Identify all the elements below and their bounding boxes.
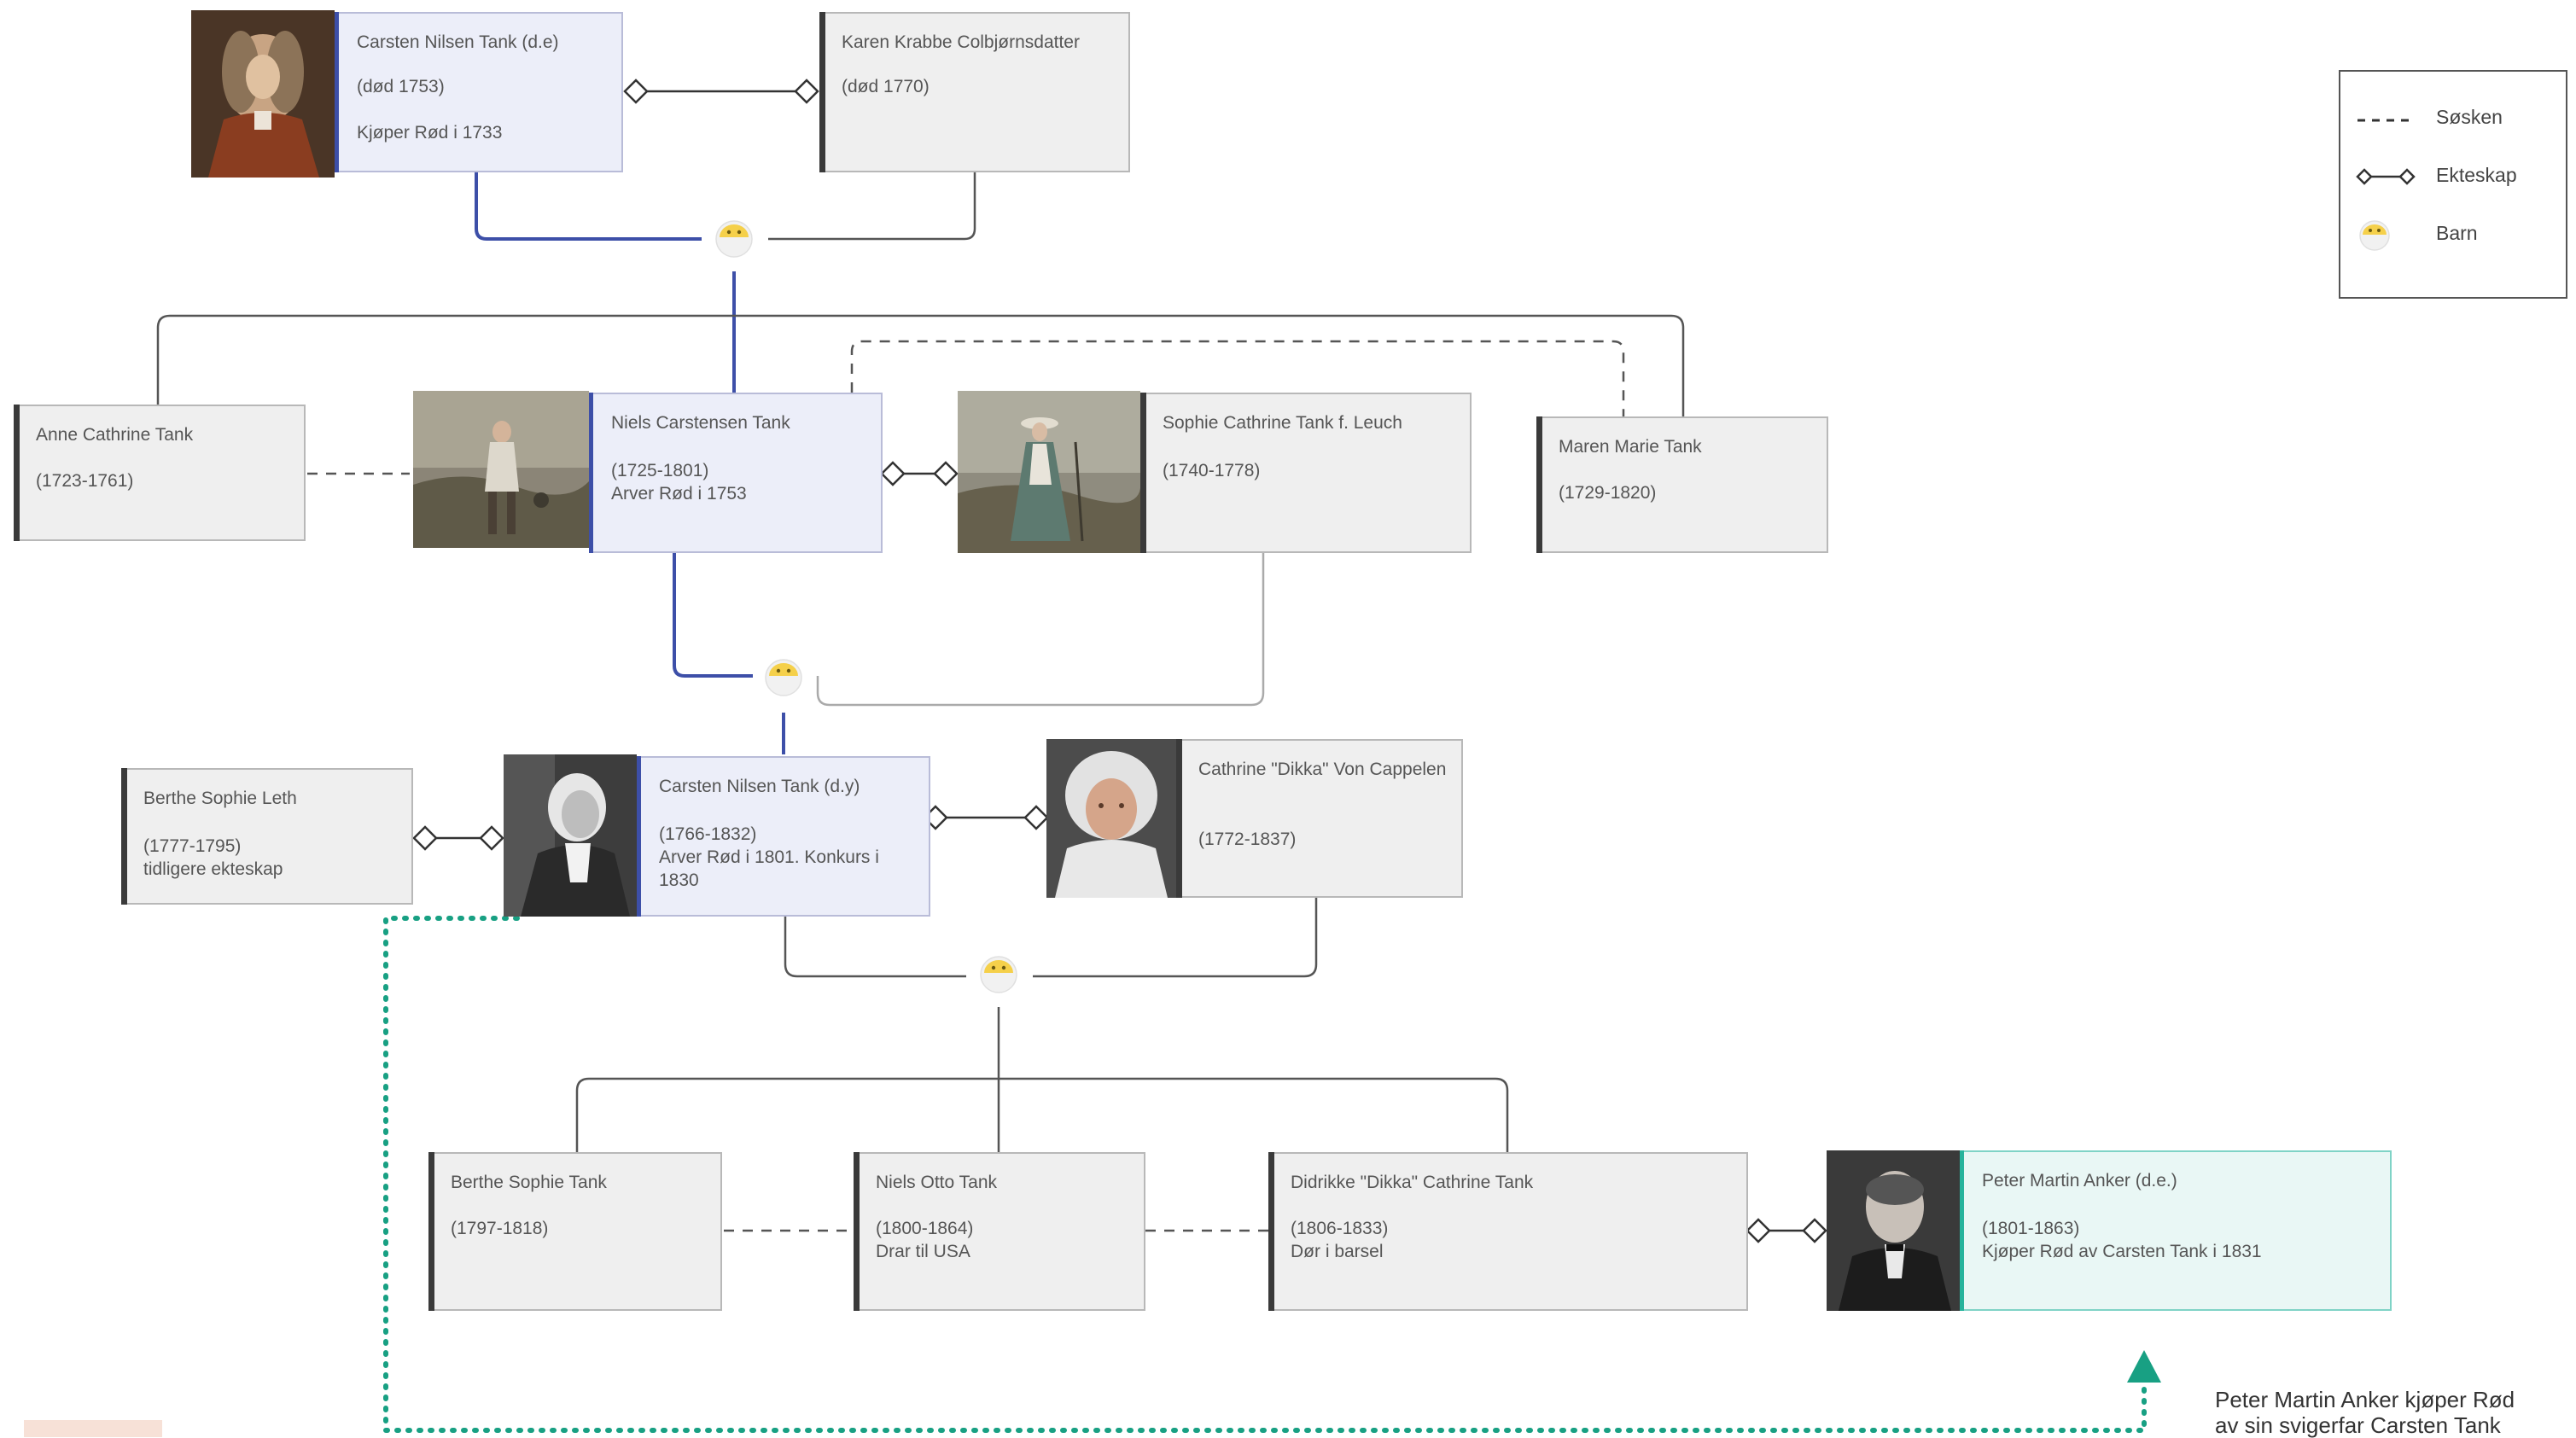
person-name: Berthe Sophie Tank: [451, 1173, 607, 1192]
portrait-niels: [413, 391, 589, 548]
legend-sibling-label: Søsken: [2436, 106, 2503, 128]
card-accent-bar: [1536, 416, 1542, 553]
person-card-didrikke[interactable]: Didrikke "Dikka" Cathrine Tank (1806-183…: [1268, 1152, 1748, 1311]
card-accent-bar: [589, 393, 593, 553]
child-icon: [2359, 220, 2390, 251]
portrait-peter: [1827, 1150, 1960, 1311]
person-note: Drar til USA: [876, 1242, 970, 1261]
person-lifespan: (1800-1864): [876, 1219, 974, 1238]
person-card-sophie[interactable]: Sophie Cathrine Tank f. Leuch (1740-1778…: [1140, 393, 1472, 553]
purchase-arrow-line: [383, 916, 2147, 1433]
sibling-links-gen2: [307, 340, 1625, 475]
person-card-carsten-de[interactable]: Carsten Nilsen Tank (d.e) (død 1753) Kjø…: [335, 12, 623, 172]
marriage-link-didrikke-peter: [1746, 1218, 1827, 1243]
person-card-berthe-leth[interactable]: Berthe Sophie Leth (1777-1795) tidligere…: [121, 768, 413, 905]
person-name: Carsten Nilsen Tank (d.e): [357, 32, 559, 52]
person-lifespan: (1772-1837): [1198, 830, 1297, 849]
person-lifespan: (1723-1761): [36, 471, 134, 491]
purchase-annotation: Peter Martin Anker kjøper Rød av sin svi…: [2215, 1387, 2573, 1438]
portrait-carsten-de: [191, 10, 335, 178]
marriage-line-icon: [2356, 168, 2416, 185]
card-accent-bar: [1140, 393, 1146, 553]
portrait-carsten-dy: [504, 754, 637, 917]
person-name: Berthe Sophie Leth: [143, 789, 297, 808]
person-note: tidligere ekteskap: [143, 859, 283, 879]
marriage-link-niels-sophie: [880, 461, 959, 486]
person-card-berthe-tank[interactable]: Berthe Sophie Tank (1797-1818): [428, 1152, 722, 1311]
purchase-arrow-head: [2127, 1350, 2161, 1383]
legend-panel: Søsken Ekteskap Barn: [2339, 70, 2567, 299]
person-name: Niels Otto Tank: [876, 1173, 998, 1192]
annotation-line-2: av sin svigerfar Carsten Tank: [2215, 1412, 2501, 1438]
card-accent-bar: [428, 1152, 434, 1311]
sibling-line-icon: [2357, 119, 2414, 122]
card-accent-bar: [121, 768, 127, 905]
person-note: Kjøper Rød i 1733: [357, 123, 503, 143]
person-card-maren[interactable]: Maren Marie Tank (1729-1820): [1536, 416, 1828, 553]
person-note: Dør i barsel: [1291, 1242, 1384, 1261]
card-accent-bar: [854, 1152, 860, 1311]
marriage-link-carsten-cathrine: [923, 805, 1049, 830]
child-icon: [715, 220, 753, 258]
card-accent-bar: [637, 756, 641, 917]
person-lifespan: (død 1753): [357, 77, 445, 96]
card-accent-bar: [1960, 1150, 1964, 1311]
marriage-link-carsten-karen: [623, 79, 819, 104]
legend-marriage-label: Ekteskap: [2436, 164, 2517, 186]
card-accent-bar: [14, 405, 20, 541]
card-accent-bar: [819, 12, 825, 172]
person-note: Arver Rød i 1801. Konkurs i 1830: [659, 847, 879, 890]
annotation-line-1: Peter Martin Anker kjøper Rød: [2215, 1387, 2515, 1412]
card-accent-bar: [1268, 1152, 1274, 1311]
person-note: Kjøper Rød av Carsten Tank i 1831: [1982, 1242, 2262, 1261]
person-name: Cathrine "Dikka" Von Cappelen: [1198, 760, 1447, 779]
person-card-peter[interactable]: Peter Martin Anker (d.e.) (1801-1863) Kj…: [1960, 1150, 2392, 1311]
child-link-gen2: [673, 553, 1265, 754]
person-lifespan: (1806-1833): [1291, 1219, 1389, 1238]
person-lifespan: (1797-1818): [451, 1219, 549, 1238]
person-name: Maren Marie Tank: [1559, 437, 1702, 457]
person-lifespan: (1740-1778): [1163, 461, 1261, 480]
child-icon: [765, 659, 802, 696]
corner-swatch: [24, 1420, 162, 1437]
person-name: Didrikke "Dikka" Cathrine Tank: [1291, 1173, 1534, 1192]
portrait-cathrine: [1046, 739, 1176, 898]
person-lifespan: (død 1770): [842, 77, 930, 96]
person-name: Anne Cathrine Tank: [36, 425, 194, 445]
person-card-carsten-dy[interactable]: Carsten Nilsen Tank (d.y) (1766-1832) Ar…: [637, 756, 930, 917]
person-card-niels-otto[interactable]: Niels Otto Tank (1800-1864) Drar til USA: [854, 1152, 1145, 1311]
child-link-gen1: [156, 171, 1685, 416]
child-link-gen3: [575, 898, 1509, 1152]
person-lifespan: (1801-1863): [1982, 1219, 2080, 1238]
card-accent-bar: [335, 12, 339, 172]
person-lifespan: (1725-1801): [611, 461, 709, 480]
portrait-sophie: [958, 391, 1140, 553]
person-name: Sophie Cathrine Tank f. Leuch: [1163, 413, 1402, 433]
card-accent-bar: [1176, 739, 1182, 898]
person-name: Karen Krabbe Colbjørnsdatter: [842, 32, 1080, 52]
legend-child-label: Barn: [2436, 222, 2478, 244]
person-name: Niels Carstensen Tank: [611, 413, 790, 433]
person-name: Peter Martin Anker (d.e.): [1982, 1171, 2177, 1191]
marriage-link-berthe-carsten: [412, 825, 504, 851]
person-card-niels[interactable]: Niels Carstensen Tank (1725-1801) Arver …: [589, 393, 883, 553]
person-card-cathrine[interactable]: Cathrine "Dikka" Von Cappelen (1772-1837…: [1176, 739, 1463, 898]
person-name: Carsten Nilsen Tank (d.y): [659, 777, 860, 796]
person-card-anne[interactable]: Anne Cathrine Tank (1723-1761): [14, 405, 306, 541]
person-card-karen[interactable]: Karen Krabbe Colbjørnsdatter (død 1770): [819, 12, 1130, 172]
person-lifespan: (1777-1795): [143, 836, 242, 856]
person-lifespan: (1766-1832): [659, 824, 757, 844]
person-note: Arver Rød i 1753: [611, 484, 747, 504]
person-lifespan: (1729-1820): [1559, 483, 1657, 503]
child-icon: [980, 956, 1017, 993]
